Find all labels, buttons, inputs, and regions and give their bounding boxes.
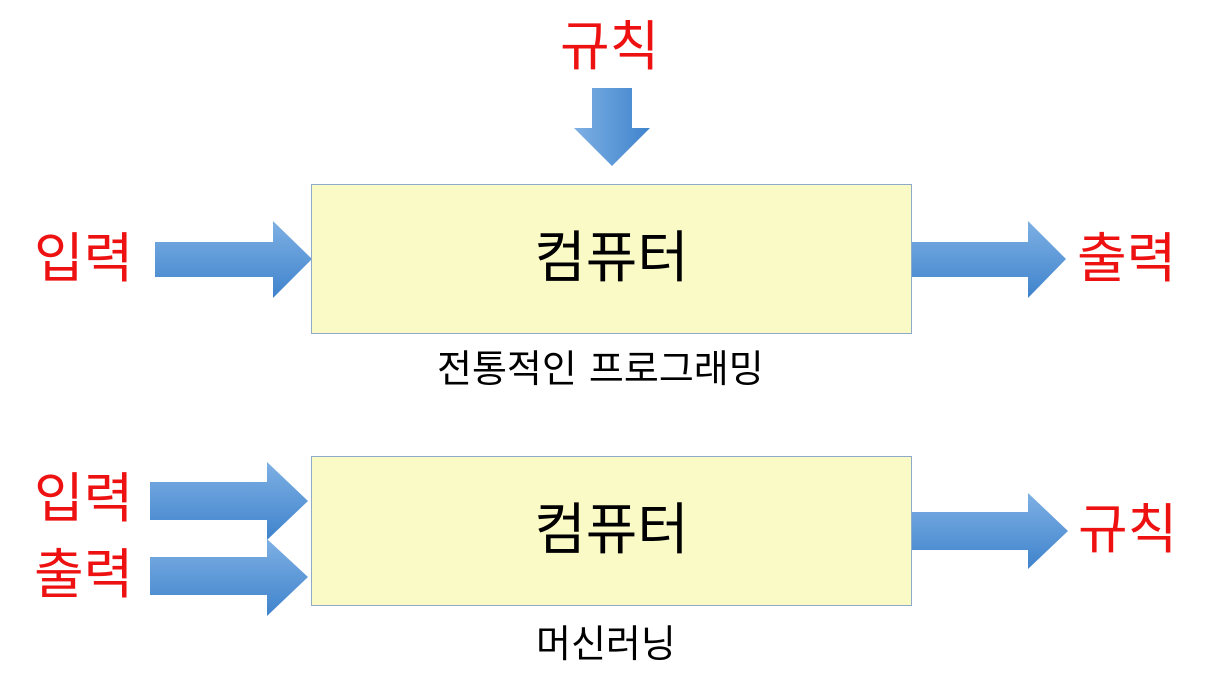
ml-rule-arrow: [912, 493, 1068, 569]
ml-computer-box: 컴퓨터: [311, 456, 912, 606]
rule-label: 규칙: [560, 15, 660, 78]
ml-output-input-arrow: [150, 539, 308, 616]
computer-box: 컴퓨터: [311, 184, 912, 334]
rule-down-arrow: [574, 88, 650, 166]
computer-label: 컴퓨터: [534, 226, 689, 291]
traditional-programming-caption: 전통적인 프로그래밍: [437, 347, 764, 391]
ml-rule-label: 규칙: [1078, 498, 1178, 561]
machine-learning-caption: 머신러닝: [536, 622, 676, 666]
ml-input-label: 입력: [34, 467, 134, 530]
ml-output-label: 출력: [34, 543, 134, 606]
ml-computer-label: 컴퓨터: [534, 498, 689, 563]
output-arrow: [912, 221, 1066, 298]
input-label: 입력: [34, 227, 134, 290]
output-label: 출력: [1077, 227, 1177, 290]
ml-input-arrow: [150, 462, 308, 540]
input-arrow: [155, 221, 312, 298]
